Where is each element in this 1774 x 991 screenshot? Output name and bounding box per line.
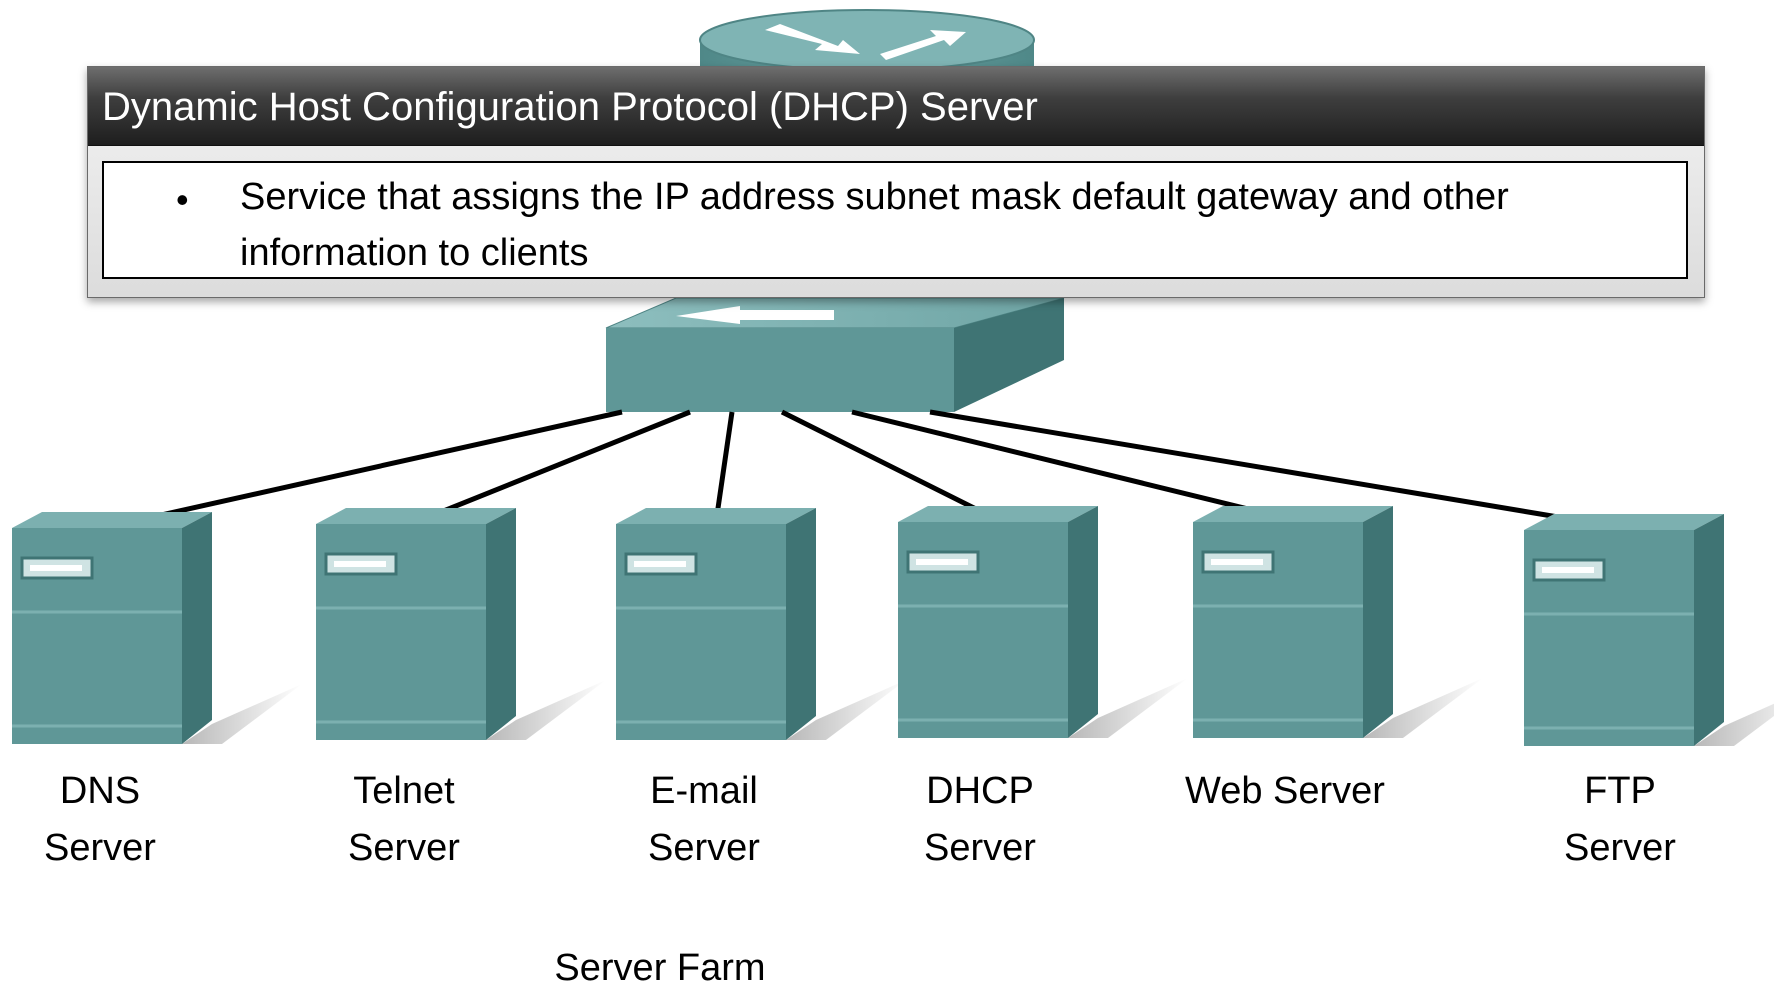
server-top <box>12 512 212 528</box>
link-ftp <box>929 409 1625 531</box>
server-top <box>316 508 516 524</box>
info-popup: Dynamic Host Configuration Protocol (DHC… <box>87 66 1705 298</box>
server-shadow <box>182 684 302 744</box>
server-side <box>1694 514 1724 746</box>
drive-slot-highlight <box>916 559 968 565</box>
link-email <box>713 411 735 523</box>
drive-slot-highlight <box>30 565 82 571</box>
server-side <box>486 508 516 740</box>
switch-icon <box>605 297 1065 412</box>
server-label-dhcp: DHCP Server <box>924 770 1036 869</box>
server-label-email: E-mail Server <box>648 770 760 869</box>
server-side <box>1363 506 1393 738</box>
drive-slot-highlight <box>634 561 686 567</box>
servers-group <box>12 506 1774 746</box>
server-icon <box>1193 506 1483 738</box>
server-icon <box>316 508 606 740</box>
link-dns <box>111 409 623 529</box>
drive-slot-highlight <box>1211 559 1263 565</box>
server-label-ftp: FTP Server <box>1564 770 1676 869</box>
link-web <box>851 409 1294 523</box>
server-farm-caption: Server Farm <box>554 947 766 989</box>
server-label-web: Web Server <box>1185 770 1385 812</box>
server-top <box>616 508 816 524</box>
drive-slot-highlight <box>1542 567 1594 573</box>
link-telnet <box>415 409 691 525</box>
server-icon <box>616 508 906 740</box>
server-shadow <box>786 680 906 740</box>
server-shadow <box>1068 678 1188 738</box>
server-icon <box>898 506 1188 738</box>
popup-description: Service that assigns the IP address subn… <box>240 176 1509 274</box>
link-dhcp <box>780 409 1000 523</box>
popup-title: Dynamic Host Configuration Protocol (DHC… <box>102 85 1038 129</box>
server-label-dns: DNS Server <box>44 770 156 869</box>
links-group <box>111 409 1625 531</box>
popup-body: • Service that assigns the IP address su… <box>102 161 1688 279</box>
popup-header: Dynamic Host Configuration Protocol (DHC… <box>88 67 1704 146</box>
server-label-telnet: Telnet Server <box>348 770 460 869</box>
server-top <box>898 506 1098 522</box>
server-icon <box>12 512 302 744</box>
drive-slot-highlight <box>334 561 386 567</box>
server-side <box>182 512 212 744</box>
server-top <box>1193 506 1393 522</box>
server-top <box>1524 514 1724 530</box>
server-side <box>1068 506 1098 738</box>
server-icon <box>1524 514 1774 746</box>
server-shadow <box>486 680 606 740</box>
server-shadow <box>1694 703 1774 746</box>
server-side <box>786 508 816 740</box>
bullet-marker: • <box>176 179 189 220</box>
server-shadow <box>1363 678 1483 738</box>
